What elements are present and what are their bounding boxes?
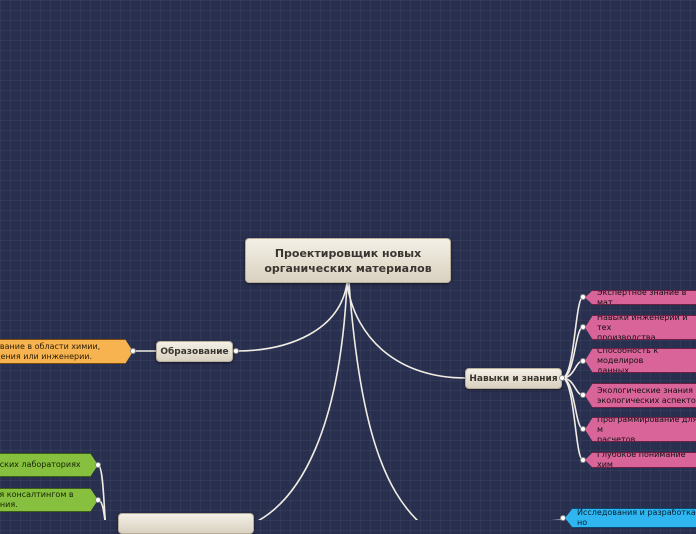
- link-skills-leaf-6: [561, 377, 584, 461]
- skills-leaf[interactable]: Экспертное знание в мат: [585, 290, 696, 305]
- skills-leaf[interactable]: Способность к моделиров данных.: [585, 348, 696, 373]
- link-central-bottom: [257, 282, 348, 520]
- link-skills-leaf-1: [561, 296, 584, 379]
- connector-dot: [233, 348, 239, 354]
- connector-dot: [580, 324, 586, 330]
- connector-dot: [95, 462, 101, 468]
- connector-dot: [130, 348, 136, 354]
- topic-partial-bottom[interactable]: [118, 513, 254, 534]
- connector-dot: [580, 358, 586, 364]
- link-central-skills: [346, 282, 466, 379]
- education-leaf[interactable]: ование в области химии, дения или инжене…: [0, 339, 133, 364]
- central-topic[interactable]: Проектировщик новых органических материа…: [245, 238, 451, 283]
- skills-leaf[interactable]: Программирование для м расчетов.: [585, 417, 696, 442]
- work-leaf[interactable]: ьских лабораториях: [0, 453, 98, 477]
- connector-dot: [580, 426, 586, 432]
- link-central-research: [348, 282, 419, 520]
- connector-dot: [559, 375, 565, 381]
- skills-leaf[interactable]: Экологические знания и экологических асп…: [585, 383, 696, 408]
- connector-dot: [580, 392, 586, 398]
- link-work-leaf-1: [97, 464, 107, 520]
- connector-dot: [580, 294, 586, 300]
- skills-leaf[interactable]: Глубокое понимание хим: [585, 452, 696, 468]
- skills-leaf[interactable]: Навыки инженерии и тех производства.: [585, 315, 696, 340]
- work-leaf[interactable]: ся консалтингом в ения.: [0, 488, 98, 512]
- research-leaf[interactable]: Исследования и разработка но: [565, 508, 696, 528]
- connector-dot: [580, 457, 586, 463]
- topic-skills[interactable]: Навыки и знания: [465, 368, 562, 389]
- topic-education[interactable]: Образование: [156, 341, 233, 362]
- connector-dot: [560, 515, 566, 521]
- link-central-education: [235, 282, 348, 352]
- connector-dot: [95, 497, 101, 503]
